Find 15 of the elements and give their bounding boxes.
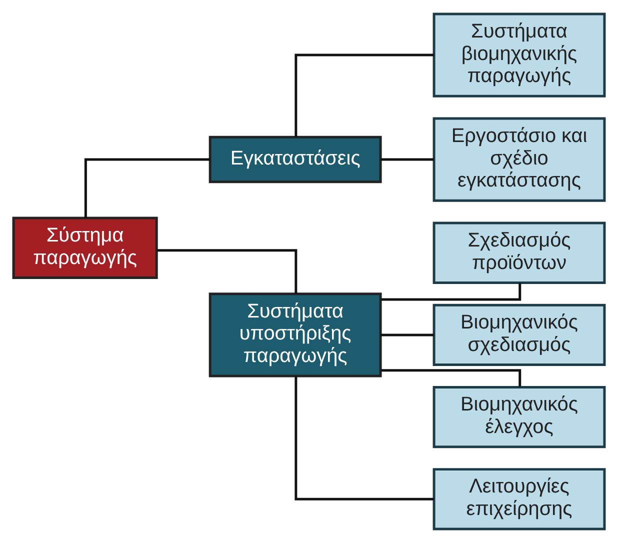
node-box: Εγκαταστάσεις	[208, 135, 382, 183]
node-box: Συστήματα βιομηχανικής παραγωγής	[432, 12, 606, 97]
node-box: Σχεδιασμός προϊόντων	[432, 221, 606, 284]
connector	[380, 158, 434, 160]
node-box: Εργοστάσιο και σχέδιο εγκατάστασης	[432, 116, 606, 202]
node-box: Βιομηχανικός σχεδιασμός	[432, 303, 606, 366]
connector	[157, 248, 298, 294]
connector	[294, 376, 434, 500]
node-box: Σύστημα παραγωγής	[12, 216, 158, 278]
connector	[84, 158, 210, 218]
node-box: Βιομηχανικός έλεγχος	[432, 385, 606, 448]
connector	[294, 53, 434, 136]
node-box: Συστήματα υποστήριξης παραγωγής	[208, 292, 382, 377]
node-box: Λειτουργίες επιχείρησης	[432, 468, 606, 530]
connector	[380, 333, 434, 336]
